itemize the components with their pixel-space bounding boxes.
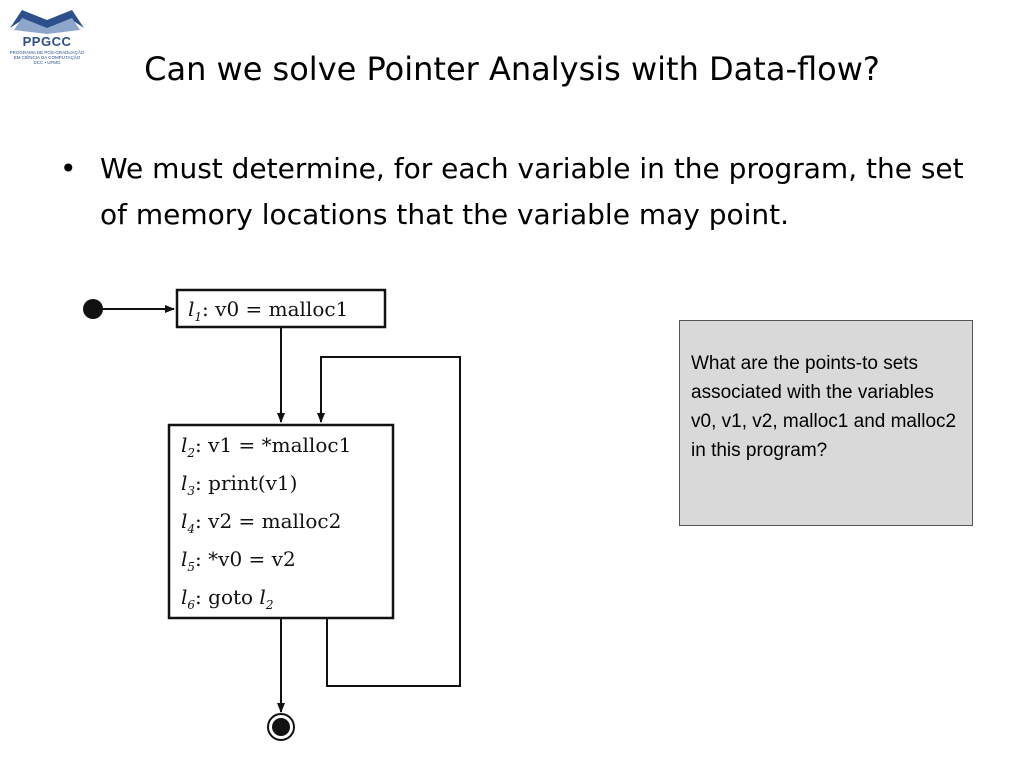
block-2-line-3: l4: v2 = malloc2 <box>181 509 341 536</box>
block-2-line-2: l3: print(v1) <box>181 471 297 498</box>
callout-text: What are the points-to sets associated w… <box>691 353 957 461</box>
code-block-2: l2: v1 = *malloc1 l3: print(v1) l4: v2 =… <box>167 423 395 620</box>
ppgcc-logo: PPGCC PROGRAMA DE PÓS-GRADUAÇÃO EM CIÊNC… <box>4 6 90 66</box>
control-flow-diagram: l1: v0 = malloc1 l2: v1 = *malloc1 l3: p… <box>83 288 461 741</box>
question-callout: What are the points-to sets associated w… <box>679 320 973 526</box>
bullet-text: We must determine, for each variable in … <box>100 152 964 231</box>
logo-subtitle: PROGRAMA DE PÓS-GRADUAÇÃO EM CIÊNCIA DA … <box>9 50 85 65</box>
start-node <box>83 299 103 319</box>
block-2-line-5: l6: goto l2 <box>181 585 273 612</box>
block-1-line-1: l1: v0 = malloc1 <box>188 297 348 324</box>
block-2-line-1: l2: v1 = *malloc1 <box>181 433 351 460</box>
logo-emblem-icon <box>10 10 84 34</box>
end-node-core <box>272 718 290 736</box>
bullet-list: • We must determine, for each variable i… <box>58 146 978 238</box>
slide-title: Can we solve Pointer Analysis with Data-… <box>144 50 880 88</box>
bullet-item: • We must determine, for each variable i… <box>58 146 978 238</box>
back-edge-loop <box>317 356 461 687</box>
block-2-line-4: l5: *v0 = v2 <box>181 547 296 574</box>
code-block-1: l1: v0 = malloc1 <box>175 288 387 329</box>
bullet-marker: • <box>60 152 77 185</box>
logo-name: PPGCC <box>22 34 72 49</box>
